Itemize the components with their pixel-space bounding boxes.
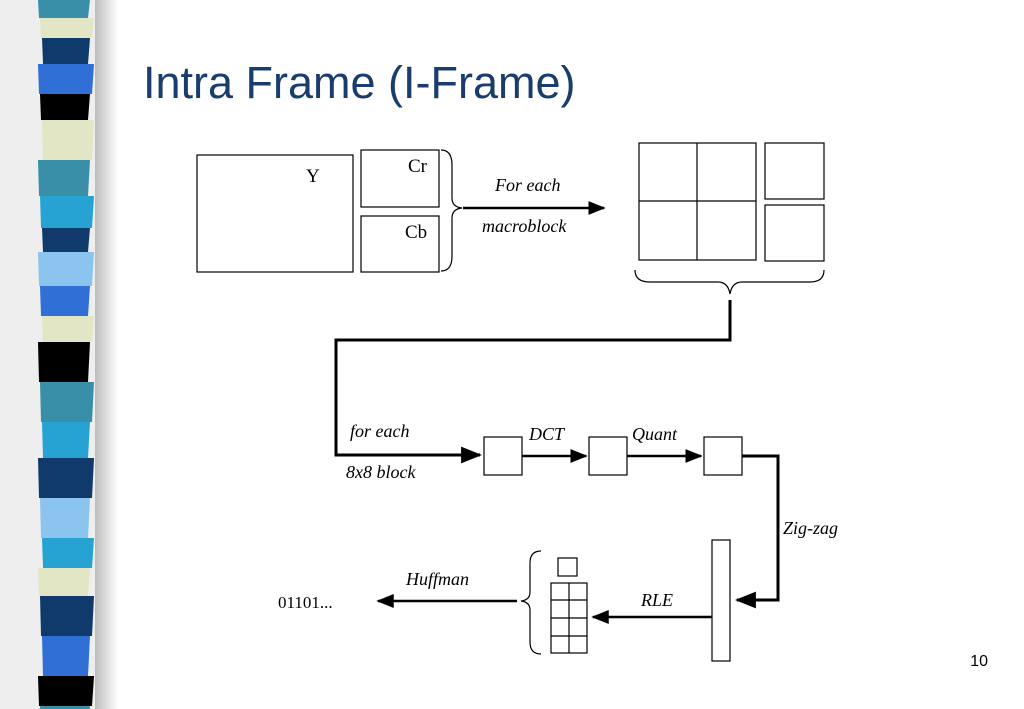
block-box [483,436,523,476]
rle-output [520,550,588,655]
block-connector [334,300,732,464]
for-each-block-label: for each [350,421,409,441]
slide-title: Intra Frame (I-Frame) [143,57,576,108]
rle-symbol-box [557,557,578,577]
quant-box [703,436,743,476]
stripe-block [42,316,94,342]
dct-box [588,436,628,476]
zigzag-connector [734,454,780,609]
rle-brace [520,550,542,655]
stripe-block [40,18,94,38]
cr-block [764,142,825,200]
macroblock-grid [634,142,825,295]
stripe-block [38,676,94,706]
yuv-planes: Y Cr Cb [196,149,463,273]
rle-label: RLE [640,590,673,610]
stripe-block [38,568,90,596]
macroblock-arrow: For each macroblock [463,175,606,236]
cb-block [764,204,825,262]
stripe-block [40,196,94,228]
huffman-label: Huffman [405,569,469,589]
cr-plane-label: Cr [408,156,428,177]
stripe-block [38,0,90,18]
stripe-block [40,596,94,636]
block-8x8-label: 8x8 block [346,462,416,482]
stripe-block [42,228,90,252]
dct-label: DCT [528,424,566,444]
stripe-block [40,498,90,538]
stripe-block [40,706,90,709]
stripe-block [42,38,90,64]
cb-plane-box [360,215,440,273]
stripe-block [38,342,90,382]
for-each-label: For each [494,175,560,195]
stripe-block [38,458,94,498]
page-number: 10 [970,653,988,670]
stripe-block [40,94,90,120]
stripe-block [38,64,94,94]
y-plane-box [196,154,354,273]
macroblock-label: macroblock [482,216,567,236]
stripe-block [40,382,94,422]
stripe-block [42,636,90,676]
macroblock-brace [634,269,825,295]
output-bits-label: 01101... [278,593,333,612]
decorative-stripe [0,0,118,709]
stripe-block [38,160,90,196]
stripe-block [42,538,94,568]
stripe-block [42,120,94,160]
planes-brace [440,149,463,272]
zigzag-label: Zig-zag [783,518,838,538]
zigzag-vector [711,539,731,662]
stripe-block [42,422,90,458]
stripe-block [40,286,90,316]
cr-plane-box [360,149,440,208]
cb-plane-label: Cb [405,222,427,243]
quant-label: Quant [632,424,678,444]
processing-chain: DCT Quant Zig-zag RLE [483,424,838,662]
stripe-pattern [38,0,118,709]
stripe-block [38,252,94,286]
y-plane-label: Y [306,166,320,187]
